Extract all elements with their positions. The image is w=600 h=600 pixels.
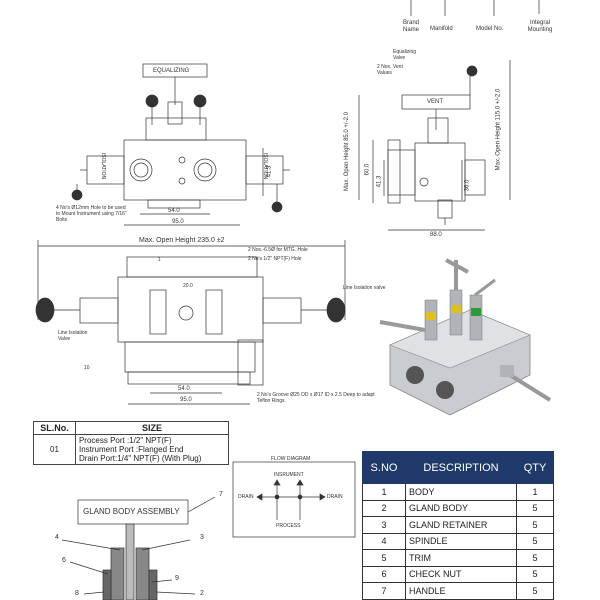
- parts-table: S.NO DESCRIPTION QTY 1 BODY 1 2 GLAND BO…: [362, 451, 554, 600]
- parts-cell-desc: BODY: [405, 483, 517, 501]
- size-table-lines: Process Port :1/2" NPT(F) Instrument Por…: [74, 434, 230, 465]
- gland-callout-6: 6: [62, 557, 66, 564]
- table-row: 4 SPINDLE 5: [362, 532, 554, 550]
- size-line-instrument: Instrument Port :Flanged End: [78, 445, 184, 454]
- dim-88-side: 88.0: [430, 232, 442, 238]
- table-row: 3 GLAND RETAINER 5: [362, 516, 554, 534]
- parts-cell-desc: SPINDLE: [405, 532, 517, 550]
- flow-drain-right: DRAIN: [327, 494, 343, 500]
- mtg-hole-note: 2 Nos.-6.5Ø for MTG. Hole: [248, 247, 308, 253]
- parts-cell-desc: TRIM: [405, 549, 517, 567]
- max-open-height-85: Max. Open Height 85.0 +/-2.0: [343, 112, 350, 191]
- parts-cell-no: 7: [362, 582, 406, 600]
- parts-cell-desc: GLAND RETAINER: [405, 516, 517, 534]
- table-row: 5 TRIM 5: [362, 549, 554, 567]
- size-table: SL.No. SIZE 01 Process Port :1/2" NPT(F)…: [33, 421, 230, 465]
- table-row: 6 CHECK NUT 5: [362, 565, 554, 583]
- parts-cell-qty: 5: [516, 499, 554, 517]
- line-isolation-right: Line Isolation valve: [343, 285, 386, 291]
- gland-callout-3: 3: [200, 534, 204, 541]
- size-line-drain: Drain Port:1/4" NPT(F) (With Plug): [78, 454, 202, 463]
- header-label-manifold: Manifold: [430, 26, 453, 32]
- gland-section: [61, 496, 216, 600]
- parts-cell-no: 4: [362, 532, 406, 550]
- flow-instrument-label: INSRUMENT: [274, 472, 304, 478]
- flow-process-label: PROCESS: [276, 523, 301, 529]
- size-line-process: Process Port :1/2" NPT(F): [78, 436, 172, 445]
- dim-41-front: 41.3: [266, 165, 273, 178]
- flow-diagram: [232, 461, 356, 538]
- parts-cell-qty: 5: [516, 582, 554, 600]
- gland-callout-9: 9: [175, 575, 179, 582]
- manifold-photo: [379, 258, 552, 416]
- parts-cell-no: 5: [362, 549, 406, 567]
- max-open-height-115: Max. Open Height 115.0 +/-2.0: [495, 88, 502, 171]
- dim-54-top: 54.0: [178, 386, 190, 392]
- vent-label: VENT: [427, 99, 444, 105]
- flow-diagram-title: FLOW DIAGRAM: [271, 456, 311, 462]
- max-open-height-235: Max. Open Height 235.0 ±2: [139, 237, 225, 244]
- vent-values-label: 2 Nos. Vent Values: [377, 64, 403, 76]
- header-label-brand: Brand Name: [402, 20, 419, 33]
- parts-cell-desc: GLAND BODY: [405, 499, 517, 517]
- gland-callout-4: 4: [55, 534, 59, 541]
- equalizing-label: EQUALIZING: [153, 68, 190, 74]
- parts-cell-qty: 5: [516, 549, 554, 567]
- dim-36-side: 36.0: [464, 179, 471, 192]
- top-view: [35, 240, 346, 405]
- parts-cell-qty: 5: [516, 532, 554, 550]
- parts-cell-qty: 5: [516, 565, 554, 583]
- table-row: 1 BODY 1: [362, 483, 554, 501]
- header-label-model: Model No.: [476, 26, 504, 32]
- dim-20-top: 20.0: [183, 283, 193, 289]
- header-label-integral: Integral Mounting: [527, 20, 553, 33]
- flow-drain-left: DRAIN: [238, 494, 254, 500]
- front-view: [71, 63, 290, 226]
- parts-header-qty: QTY: [516, 451, 554, 484]
- gland-callout-7: 7: [219, 491, 223, 498]
- groove-note: 2 No's Groove Ø25 OD x Ø17 ID x 2.5 Deep…: [257, 392, 375, 404]
- parts-cell-qty: 1: [516, 483, 554, 501]
- side-view: [358, 60, 511, 231]
- parts-cell-qty: 5: [516, 516, 554, 534]
- dim-41-side: 41.3: [376, 175, 383, 188]
- parts-cell-desc: CHECK NUT: [405, 565, 517, 583]
- dim-95-front: 95.0: [172, 219, 184, 225]
- parts-cell-no: 6: [362, 565, 406, 583]
- dim-60-side: 60.0: [364, 163, 371, 176]
- size-table-header-size: SIZE: [74, 421, 230, 435]
- gland-callout-8: 8: [75, 590, 79, 597]
- size-table-header-slno: SL.No.: [33, 421, 76, 435]
- parts-cell-no: 2: [362, 499, 406, 517]
- parts-header-description: DESCRIPTION: [405, 451, 517, 484]
- table-row: 2 GLAND BODY 5: [362, 499, 554, 517]
- size-table-row-no: 01: [33, 434, 76, 465]
- gland-body-assembly-title: GLAND BODY ASSEMBLY: [83, 507, 180, 516]
- line-isolation-left: Line Isolation Valve: [58, 330, 88, 342]
- table-row: 7 HANDLE 5: [362, 582, 554, 600]
- dim-54-front: 54.0: [168, 208, 180, 214]
- isolation-label-left: ISOLATION: [100, 152, 107, 180]
- parts-cell-no: 1: [362, 483, 406, 501]
- mount-hole-note: 4 No's Ø12mm Hole to be used to Mount In…: [56, 205, 127, 223]
- mark-1: 1: [158, 257, 161, 263]
- parts-cell-no: 3: [362, 516, 406, 534]
- gland-callout-2: 2: [200, 590, 204, 597]
- dim-95-top: 95.0: [180, 397, 192, 403]
- mark-10: 10: [84, 365, 90, 371]
- equalizing-valve-label: Equalizing Valve: [393, 49, 417, 61]
- npt-hole-note: 2 No's 1/2" NPT(F) Hole: [248, 256, 302, 262]
- parts-cell-desc: HANDLE: [405, 582, 517, 600]
- parts-header-sno: S.NO: [362, 451, 406, 484]
